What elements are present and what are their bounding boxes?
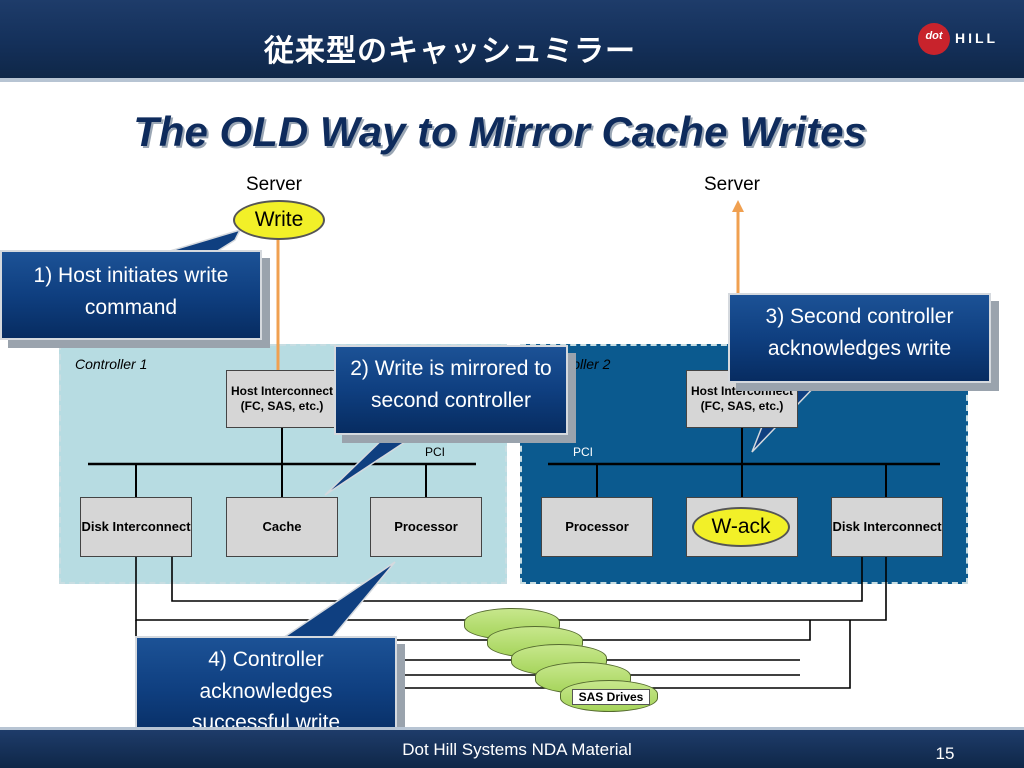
footer-text: Dot Hill Systems NDA Material [402, 740, 632, 759]
write-ellipse: Write [233, 200, 325, 240]
server-left-label: Server [246, 174, 302, 195]
disk-interconnect-box-2: Disk Interconnect [831, 497, 943, 557]
pci-label-1: PCI [425, 445, 446, 459]
callout-step3: 3) Second controller acknowledges write [728, 293, 991, 383]
host-interconnect-box-1: Host Interconnect (FC, SAS, etc.) [226, 370, 338, 428]
controller1-label: Controller 1 [75, 356, 148, 372]
callout-step2: 2) Write is mirrored to second controlle… [334, 345, 568, 435]
pci-label-2: PCI [573, 445, 594, 459]
dothill-logo: dot HILL [918, 22, 1018, 56]
footer-bar [0, 730, 1024, 768]
slide-title: The OLD Way to Mirror Cache Writes [133, 108, 867, 155]
server2-arrowhead [732, 200, 744, 212]
logo-hill-text: HILL [955, 30, 999, 46]
disk-interconnect-box-1: Disk Interconnect [80, 497, 192, 557]
wack-ellipse: W-ack [692, 507, 790, 547]
processor-box-2: Processor [541, 497, 653, 557]
slide-header-title: 従来型のキャッシュミラー [264, 34, 636, 69]
header-divider [0, 78, 1024, 82]
footer-divider [0, 727, 1024, 730]
server-right-label: Server [704, 174, 760, 195]
logo-dot-text: dot [925, 30, 943, 42]
page-number: 15 [935, 744, 955, 763]
callout-step1: 1) Host initiates write command [0, 250, 262, 340]
processor-box-1: Processor [370, 497, 482, 557]
header-bar [0, 0, 1024, 78]
cache-box: Cache [226, 497, 338, 557]
sas-drives-label: SAS Drives [572, 689, 650, 705]
